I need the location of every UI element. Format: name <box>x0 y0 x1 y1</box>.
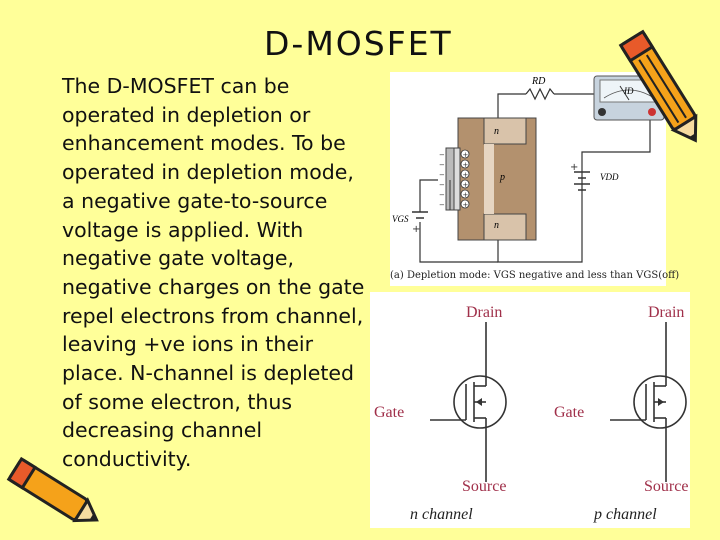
n-region-top: n <box>494 126 499 137</box>
svg-text:−: − <box>439 181 445 189</box>
rd-label: RD <box>532 76 546 87</box>
svg-text:−: − <box>439 171 445 179</box>
svg-text:−: − <box>439 151 445 159</box>
p-drain-label: Drain <box>648 304 685 321</box>
mosfet-symbols-figure: Drain Gate Source n channel Drain Gate S… <box>370 292 690 528</box>
n-drain-label: Drain <box>466 304 503 321</box>
depletion-mode-figure: + + + + + + + + − − − − − − RD ID VDD VGS n <box>390 72 679 286</box>
resistor-rd <box>525 87 555 101</box>
svg-text:+: + <box>463 181 469 189</box>
n-region-bottom: n <box>494 220 499 231</box>
vdd-label: VDD <box>600 172 619 182</box>
p-source-label: Source <box>644 478 689 495</box>
svg-text:+: + <box>463 171 469 179</box>
svg-text:−: − <box>439 161 445 169</box>
vgs-label: VGS <box>392 214 409 224</box>
n-source-label: Source <box>462 478 507 495</box>
p-channel-label: p channel <box>594 506 657 523</box>
svg-text:−: − <box>439 201 445 209</box>
body-paragraph: The D-MOSFET can be operated in depletio… <box>62 74 365 472</box>
svg-text:−: − <box>439 191 445 199</box>
svg-text:+: + <box>463 201 469 209</box>
figure-a-caption: (a) Depletion mode: VGS negative and les… <box>390 270 680 281</box>
pencil-icon <box>6 456 99 523</box>
mosfet-symbols-diagram <box>430 322 687 482</box>
p-region: p <box>500 172 505 183</box>
svg-text:+: + <box>463 191 469 199</box>
svg-text:+: + <box>463 161 469 169</box>
n-gate-label: Gate <box>374 404 405 421</box>
svg-text:+: + <box>412 224 420 235</box>
svg-text:+: + <box>570 162 578 173</box>
p-channel-symbol <box>610 322 687 482</box>
pencil-icon <box>618 29 698 143</box>
p-gate-label: Gate <box>554 404 585 421</box>
id-label: ID <box>624 86 634 96</box>
n-channel-symbol <box>430 322 507 482</box>
n-channel-label: n channel <box>410 506 473 523</box>
svg-text:+: + <box>463 151 469 159</box>
slide-title: D-MOSFET <box>264 24 453 63</box>
